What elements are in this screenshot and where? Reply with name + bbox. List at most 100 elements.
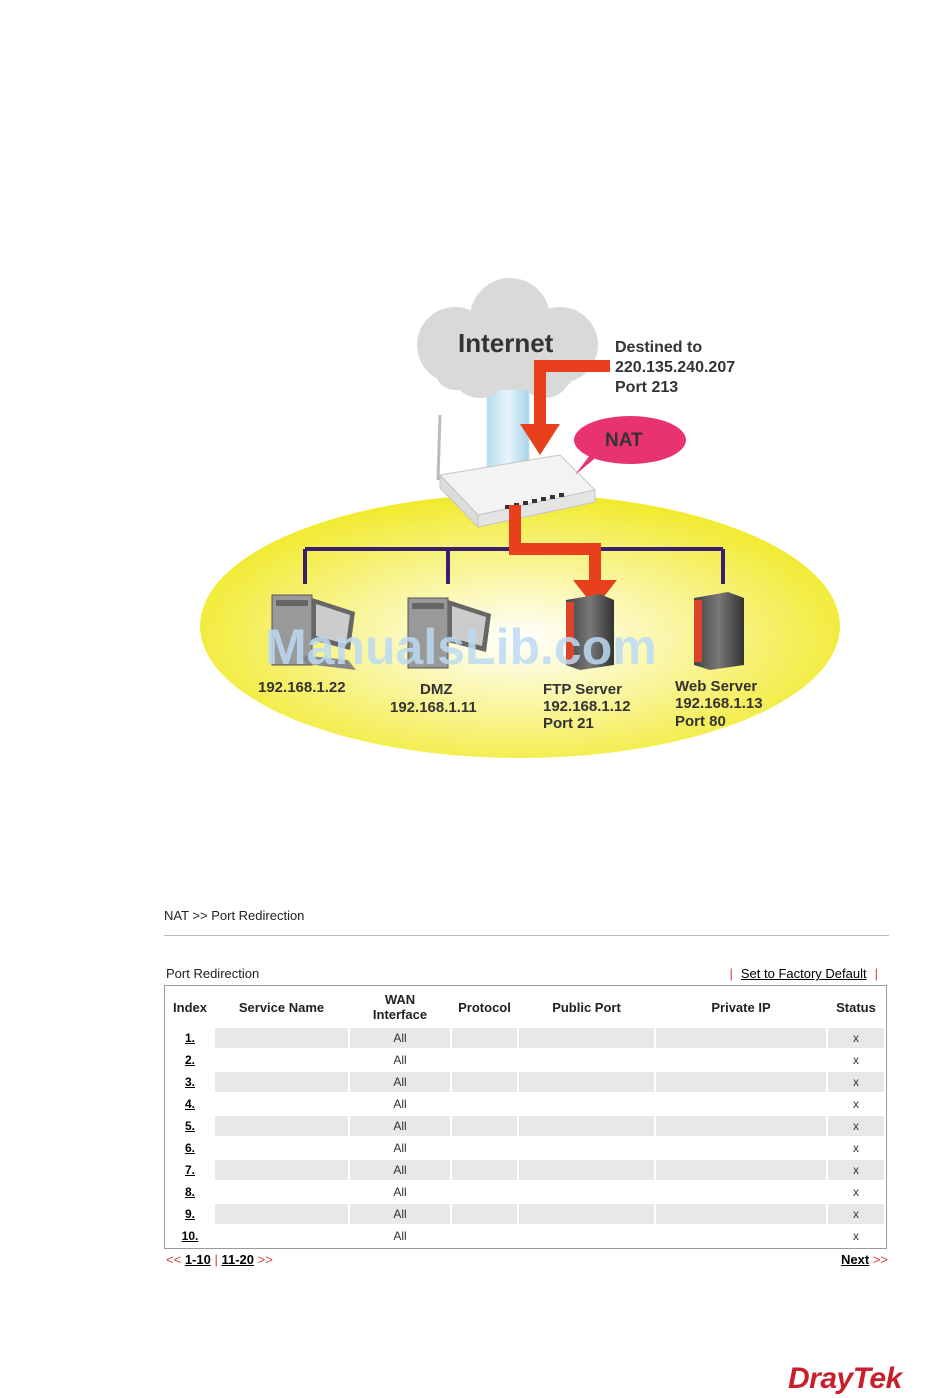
header-protocol: Protocol	[458, 999, 511, 1015]
table-row: 3. All x	[167, 1072, 884, 1092]
row-index: 7.	[167, 1160, 213, 1180]
row-index-link[interactable]: 2.	[184, 1053, 195, 1067]
cell-service-name	[215, 1204, 348, 1224]
nat-label: NAT	[605, 430, 643, 451]
pagination: << 1-10 | 11-20 >>	[166, 1252, 273, 1267]
table-row: 7. All x	[167, 1160, 884, 1180]
cell-public-port	[519, 1204, 654, 1224]
cell-protocol	[452, 1204, 517, 1224]
breadcrumb: NAT >> Port Redirection	[164, 908, 305, 923]
draytek-logo: DrayTek	[788, 1362, 902, 1395]
cell-wan-interface: All	[350, 1160, 450, 1180]
cell-protocol	[452, 1182, 517, 1202]
cell-status: x	[828, 1116, 884, 1136]
watermark: ManualsLib.com	[265, 619, 657, 675]
row-index-link[interactable]: 10.	[181, 1229, 199, 1243]
next-symbol: >>	[257, 1252, 273, 1267]
cell-private-ip	[656, 1050, 826, 1070]
row-index-link[interactable]: 1.	[184, 1031, 195, 1045]
cell-status: x	[828, 1094, 884, 1114]
incoming-arrow	[520, 360, 610, 455]
cell-public-port	[519, 1050, 654, 1070]
cell-status: x	[828, 1072, 884, 1092]
row-index-link[interactable]: 7.	[184, 1163, 195, 1177]
row-index: 6.	[167, 1138, 213, 1158]
cell-public-port	[519, 1182, 654, 1202]
cell-private-ip	[656, 1072, 826, 1092]
header-status: Status	[836, 999, 876, 1015]
cell-status: x	[828, 1160, 884, 1180]
host-web-label: Web Server	[675, 678, 757, 695]
cell-wan-interface: All	[350, 1072, 450, 1092]
wan-beam	[487, 385, 529, 470]
row-index: 5.	[167, 1116, 213, 1136]
cell-wan-interface: All	[350, 1204, 450, 1224]
web-server-icon	[694, 592, 744, 670]
row-index: 9.	[167, 1204, 213, 1224]
host-dmz-ip: 192.168.1.11	[390, 699, 477, 716]
row-index-link[interactable]: 3.	[184, 1075, 195, 1089]
cell-status: x	[828, 1138, 884, 1158]
row-index-link[interactable]: 8.	[184, 1185, 195, 1199]
next-link[interactable]: Next	[841, 1252, 870, 1267]
cell-wan-interface: All	[350, 1050, 450, 1070]
row-index-link[interactable]: 5.	[184, 1119, 195, 1133]
cell-public-port	[519, 1226, 654, 1246]
table-row: 6. All x	[167, 1138, 884, 1158]
set-factory-default-link[interactable]: Set to Factory Default	[740, 966, 867, 981]
cell-private-ip	[656, 1226, 826, 1246]
host-ftp-ip: 192.168.1.12	[543, 698, 631, 715]
cell-private-ip	[656, 1182, 826, 1202]
destination-line-2: 220.135.240.207	[615, 359, 735, 376]
separator: |	[214, 1252, 218, 1267]
cell-private-ip	[656, 1028, 826, 1048]
cell-protocol	[452, 1138, 517, 1158]
page-link-11-20[interactable]: 11-20	[221, 1252, 255, 1267]
host-ftp-port: Port 21	[543, 715, 594, 732]
header-public-port: Public Port	[552, 999, 621, 1015]
cell-protocol	[452, 1072, 517, 1092]
header-private-ip: Private IP	[711, 999, 771, 1015]
cell-private-ip	[656, 1160, 826, 1180]
host-web-port: Port 80	[675, 713, 726, 730]
cell-service-name	[215, 1116, 348, 1136]
cell-private-ip	[656, 1138, 826, 1158]
separator: |	[874, 966, 878, 981]
cell-protocol	[452, 1226, 517, 1246]
cell-wan-interface: All	[350, 1226, 450, 1246]
cell-status: x	[828, 1050, 884, 1070]
destination-line-3: Port 213	[615, 379, 678, 396]
host-web-ip: 192.168.1.13	[675, 695, 763, 712]
cell-status: x	[828, 1182, 884, 1202]
cell-wan-interface: All	[350, 1138, 450, 1158]
row-index-link[interactable]: 9.	[184, 1207, 195, 1221]
row-index: 10.	[167, 1226, 213, 1246]
cloud-label: Internet	[458, 328, 554, 358]
nat-bubble	[574, 416, 686, 475]
row-index-link[interactable]: 4.	[184, 1097, 195, 1111]
cell-service-name	[215, 1138, 348, 1158]
cell-service-name	[215, 1050, 348, 1070]
cell-public-port	[519, 1116, 654, 1136]
cell-public-port	[519, 1160, 654, 1180]
prev-symbol: <<	[166, 1252, 182, 1267]
next-page: Next >>	[841, 1252, 888, 1267]
cell-service-name	[215, 1028, 348, 1048]
separator: |	[729, 966, 733, 981]
row-index: 2.	[167, 1050, 213, 1070]
table-row: 2. All x	[167, 1050, 884, 1070]
cell-protocol	[452, 1160, 517, 1180]
header-service-name: Service Name	[238, 999, 325, 1015]
cell-service-name	[215, 1160, 348, 1180]
pc-icon-dmz	[407, 597, 491, 669]
row-index-link[interactable]: 6.	[184, 1141, 195, 1155]
cell-service-name	[215, 1072, 348, 1092]
page-link-1-10[interactable]: 1-10	[184, 1252, 211, 1267]
cell-private-ip	[656, 1204, 826, 1224]
